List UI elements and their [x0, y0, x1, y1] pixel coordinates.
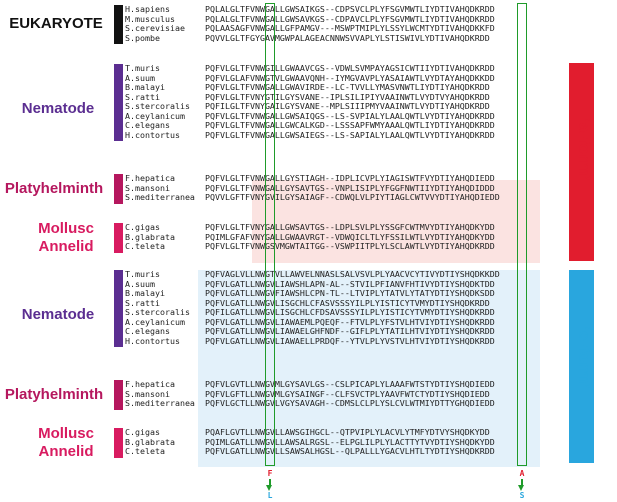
group-label: Mollusc Annelid: [38, 425, 94, 460]
sequence: PQFVLGFTLLNWGVMLGYSAINGF--CLFSVCTPLYAAVF…: [205, 388, 490, 399]
sequence: PQFVLGLAFVNWGTVLGWAAVQNH--IYMGVAVPLYASAI…: [205, 72, 495, 83]
species-name: H.sapiens: [125, 4, 170, 14]
e-form-label: ‘e-form’: [575, 326, 594, 389]
sequence: PQFVLGVTLLNWGVMLGYSAVLGS--CSLPICAPLYLAAA…: [205, 379, 495, 389]
species-name: H.contortus: [125, 335, 180, 346]
species-name: A.ceylanicum: [125, 110, 185, 121]
sequence: PQIMLGFAFVNYGALLGWAAVRGT--VDWQICLTLYFSSI…: [205, 231, 495, 242]
sequence: PQFVLGATLLNWGVLIAWSHLAPN-AL--STVILPFIANV…: [205, 278, 495, 289]
species-name: B.malayi: [125, 82, 165, 93]
sequence: PQFVLGLTFVNYGALLGWSAVTGS--LDPLSVLPLYSSGF…: [205, 222, 495, 232]
species-name: B.glabrata: [125, 231, 175, 242]
sequence: PQFVLGATLLNWGVLIAWAELGHFNDF--GIFLPLYTATI…: [205, 326, 495, 337]
sequence: PQAFLGVTLLNWGVLLAWSGIHGCL--QTPVIPLYLACVL…: [205, 427, 490, 437]
sequence: PQFVLGLTFVNWGALLGWCALKGD--LSSSAPFWMYAAAL…: [205, 120, 495, 131]
species-name: S.mansoni: [125, 388, 170, 399]
sequence: PQLALGLTFVNWGALLGWSAVKGS--CDPAVCLPLYFSGV…: [205, 13, 495, 24]
species-name: T.muris: [125, 269, 160, 279]
species-name: S.pombe: [125, 32, 160, 43]
sequence: PQFILGLTFVNYGAILGYSVANE--MPLSIIIPMYVAAIN…: [205, 101, 490, 112]
sequence: PQFVLGLTFVNWGALLGWAVIRDE--LC-TVVLLYMASVN…: [205, 82, 490, 93]
sequence: PQFVLGATLLNWGVLISGCHLCFASVSSSYILPLYISTIC…: [205, 297, 490, 308]
sequence: PQFVLGLTFVNWGSVMGWTAITGG--VSWPIITPLYLSCL…: [205, 241, 495, 252]
species-name: A.suum: [125, 72, 155, 83]
sequence: PQVVLGFTFVNYGVILGYSAIAGF--CDWQLVLPIYTIAG…: [205, 192, 500, 203]
species-name: S.mediterranea: [125, 192, 195, 203]
group-bar: [114, 380, 123, 410]
sequence: PQIMLGATLLNWGVLLAWSALRGSL--ELPGLILPLYLAC…: [205, 436, 495, 447]
mutation-from-2: A: [519, 469, 525, 478]
a-form-shade: [252, 180, 540, 263]
species-name: F.hepatica: [125, 379, 175, 389]
a-form-bar: [569, 63, 594, 261]
group-bar: [114, 5, 123, 45]
sequence: PQFVLGLTFVNWGALLGYSAVTGS--VNPLISIPLYFGGF…: [205, 182, 495, 193]
sequence: PQVVLGLTFGYGAVMGWPALAGEACNNWSVVAPLYLSTIS…: [205, 32, 490, 43]
sequence: PQLAASAGFVNWGALLGFPAMGV---MSWPTMIPLYLSSY…: [205, 23, 495, 34]
species-name: C.gigas: [125, 427, 160, 437]
species-name: B.malayi: [125, 288, 165, 299]
species-name: M.musculus: [125, 13, 175, 24]
species-name: S.mansoni: [125, 182, 170, 193]
sequence: PQFVLGATLLNWGVFIAWSHLCPN-TL--LTVIPLYTATV…: [205, 288, 495, 299]
group-label: Nematode: [21, 100, 95, 117]
species-name: S.stercoralis: [125, 307, 190, 318]
species-name: S.mediterranea: [125, 398, 195, 409]
species-name: B.glabrata: [125, 436, 175, 447]
species-name: S.ratti: [125, 297, 160, 308]
arrow-2-line: [521, 479, 523, 486]
sequence: PQFVLGLTFVNWGILLGWAAVCGS--VDWLSVMPAYAGSI…: [205, 63, 495, 73]
e-form-bar: [569, 270, 594, 463]
group-label: Mollusc Annelid: [38, 220, 94, 255]
species-name: C.gigas: [125, 222, 160, 232]
mutation-from-1: F: [267, 469, 273, 478]
position-box-1: [265, 3, 275, 466]
arrow-down-icon: [266, 485, 272, 491]
arrow-1-line: [269, 479, 271, 486]
species-name: F.hepatica: [125, 173, 175, 183]
species-name: H.contortus: [125, 129, 180, 140]
group-bar: [114, 223, 123, 253]
group-label: Platyhelminth: [4, 180, 104, 197]
mutation-to-1: L: [267, 491, 273, 500]
species-name: S.ratti: [125, 91, 160, 102]
arrow-down-icon: [518, 485, 524, 491]
group-bar: [114, 174, 123, 204]
species-name: C.teleta: [125, 446, 165, 457]
sequence: PQFVLGATLLNWGVLIAWAEMLPQEQF--FTVLPLYFSTV…: [205, 316, 495, 327]
position-box-2: [517, 3, 527, 466]
species-name: T.muris: [125, 63, 160, 73]
sequence: PQFVLGLTFVNWGALLGWSAIQGS--LS-SVPIALYLAAL…: [205, 110, 495, 121]
sequence: PQFVLGATLLNWGVLLSAWSALHGSL--QLPALLLYGACV…: [205, 446, 495, 457]
sequence: PQFVLGCTLLNWGVLVGYSAVAGH--CDMSLCLPLYSLCV…: [205, 398, 495, 409]
group-label: Platyhelminth: [4, 386, 104, 403]
mutation-to-2: S: [519, 491, 525, 500]
a-form-label: ‘a-form’: [575, 118, 594, 181]
sequence: PQLALGLTFVNWGALLGWSAIKGS--CDPSVCLPLYFSGV…: [205, 4, 495, 14]
sequence: PQFVAGLVLLNWGTVLLAWVELNNASLSALVSVLPLYAAC…: [205, 269, 500, 279]
group-bar: [114, 428, 123, 458]
e-form-shade: [198, 270, 540, 467]
sequence: PQFVLGLTFVNWGALLGWSAIEGS--LS-SAPIALYLAAL…: [205, 129, 495, 140]
species-name: C.elegans: [125, 326, 170, 337]
sequence: PQFVLGLTFVNYGTILGYSVANE--IPLSILIPIYVAAIN…: [205, 91, 490, 102]
group-bar: [114, 64, 123, 142]
sequence: PQFVLGLTFVNWGALLGYSTIAGH--IDPLICVPLYIAGI…: [205, 173, 495, 183]
sequence: PQFVLGATLLNWGVLIAWAELLPRDQF--YTVLPLYVSTV…: [205, 335, 495, 346]
species-name: A.suum: [125, 278, 155, 289]
group-label: Nematode: [21, 306, 95, 323]
group-label: EUKARYOTE: [9, 15, 103, 32]
species-name: S.cerevisiae: [125, 23, 185, 34]
species-name: C.elegans: [125, 120, 170, 131]
group-bar: [114, 270, 123, 348]
sequence: PQFILGATLLNWGVLISGCHLCFDSAVSSSYILPLYISTI…: [205, 307, 495, 318]
species-name: C.teleta: [125, 241, 165, 252]
species-name: A.ceylanicum: [125, 316, 185, 327]
species-name: S.stercoralis: [125, 101, 190, 112]
